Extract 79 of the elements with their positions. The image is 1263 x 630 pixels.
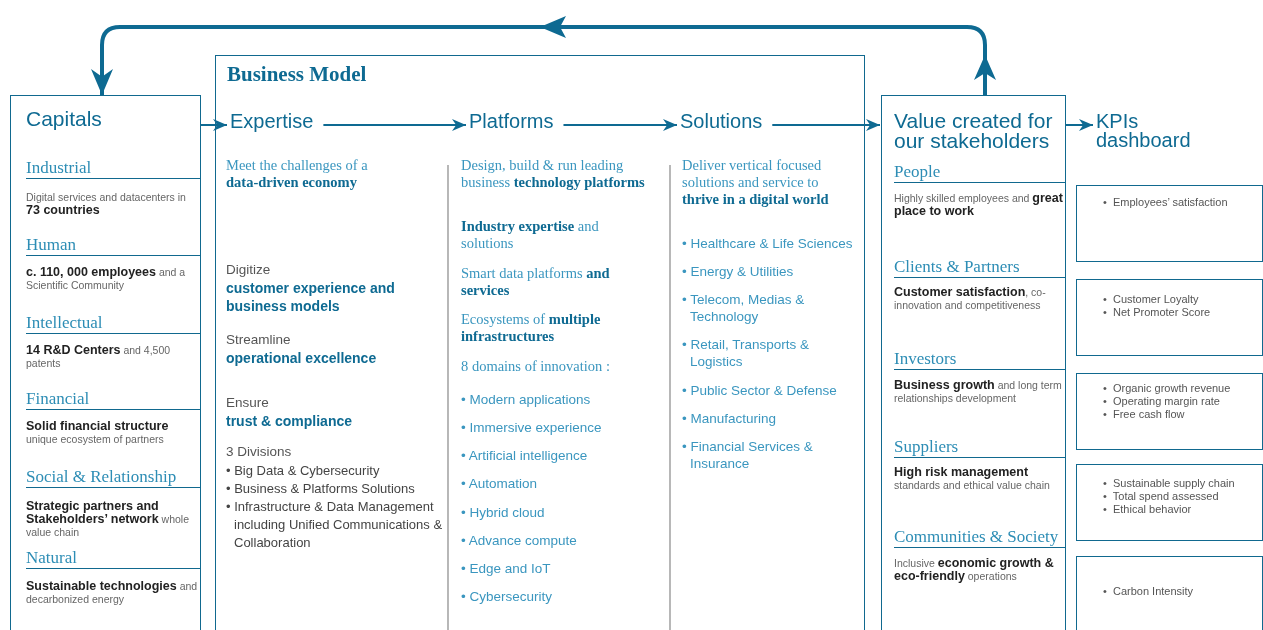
column-heading: Platforms	[469, 112, 554, 131]
list-item: • Net Promoter Score	[1103, 306, 1212, 319]
column-heading: Solutions	[680, 112, 763, 131]
list-item: • Hybrid cloud	[461, 504, 545, 521]
capitals-panel	[10, 95, 201, 630]
section-heading: Intellectual	[26, 313, 200, 334]
section-heading: Clients & Partners	[894, 257, 1065, 278]
list-item: • Immersive experience	[461, 419, 602, 436]
list-item: • Customer Loyalty	[1103, 293, 1200, 306]
section-heading: Suppliers	[894, 437, 1065, 458]
section-heading: Industrial	[26, 158, 200, 179]
list-item: • Financial Services & Insurance	[682, 438, 814, 472]
description: Highly skilled employees and great place to work	[894, 192, 1064, 218]
section-heading: People	[894, 162, 1065, 183]
text: Streamline	[226, 331, 291, 348]
emphasis-text: trust & compliance	[226, 412, 353, 430]
stakeholder-panel	[881, 95, 1066, 630]
emphasis-text: operational excellence	[226, 349, 377, 367]
description: Digital services and datacenters in 73 countries	[26, 191, 187, 217]
kpi-card	[1076, 185, 1263, 262]
panel-title: Capitals	[26, 109, 102, 129]
list-item: • Energy & Utilities	[682, 263, 795, 280]
list-item: • Organic growth revenue	[1103, 382, 1232, 395]
description: Sustainable technologies and decarbonized energy	[26, 580, 199, 606]
emphasis-text: customer experience and business models	[226, 279, 396, 315]
list-item: • Advance compute	[461, 532, 577, 549]
list-item: • Telecom, Medias & Technology	[682, 291, 806, 325]
kpi-card	[1076, 279, 1263, 356]
lead-text: Industry expertise and solutions	[461, 218, 600, 252]
list-item: • Employees’ satisfaction	[1103, 196, 1229, 209]
list-item: • Sustainable supply chain	[1103, 477, 1236, 490]
column-heading: Expertise	[230, 112, 314, 131]
kpi-card	[1076, 556, 1263, 630]
list-item: • Public Sector & Defense	[682, 382, 838, 399]
kpi-card	[1076, 373, 1263, 450]
description: Customer satisfaction, co-innovation and competitiveness	[894, 286, 1047, 312]
lead-text: Smart data platforms and services	[461, 265, 611, 299]
description: Solid financial structure unique ecosystem of partners	[26, 420, 170, 446]
description: Inclusive economic growth & eco-friendly operations	[894, 557, 1055, 583]
description: Strategic partners and Stakeholders’ network whole value chain	[26, 500, 191, 539]
list-item: • Modern applications	[461, 391, 591, 408]
description: c. 110, 000 employees and a Scientific Community	[26, 266, 187, 292]
lead-text: Ecosystems of multiple infrastructures	[461, 311, 602, 345]
list-item: • Business & Platforms Solutions	[226, 480, 415, 498]
description: Business growth and long term relationships development	[894, 379, 1063, 405]
lead-text: Design, build & run leading business technology platforms	[461, 157, 646, 191]
list-item: • Ethical behavior	[1103, 503, 1193, 516]
kpi-card	[1076, 464, 1263, 541]
list-item: • Manufacturing	[682, 410, 778, 427]
section-heading: Human	[26, 235, 200, 256]
column-heading: KPIs dashboard	[1096, 112, 1192, 150]
panel-title: Value created for our stakeholders	[894, 111, 1054, 151]
text: Ensure	[226, 394, 269, 411]
list-item: • Retail, Transports & Logistics	[682, 336, 811, 370]
list-item: • Artificial intelligence	[461, 447, 588, 464]
list-item: • Big Data & Cybersecurity	[226, 462, 380, 480]
description: 14 R&D Centers and 4,500 patents	[26, 344, 172, 370]
section-heading: Natural	[26, 548, 200, 569]
panel-title: Business Model	[227, 62, 367, 87]
section-heading: Investors	[894, 349, 1065, 370]
section-heading: Communities & Society	[894, 527, 1065, 548]
list-item: • Free cash flow	[1103, 408, 1186, 421]
text: Digitize	[226, 261, 271, 278]
list-item: • Healthcare & Life Sciences	[682, 235, 854, 252]
lead-text: Deliver vertical focused solutions and service to thrive in a digital world	[682, 157, 830, 208]
section-heading: Financial	[26, 389, 200, 410]
list-item: • Total spend assessed	[1103, 490, 1220, 503]
lead-text: Meet the challenges of a data-driven economy	[226, 157, 369, 191]
list-item: • Infrastructure & Data Management including Unified Communications & Collaboration	[226, 498, 444, 552]
section-heading: Social & Relationship	[26, 467, 200, 488]
description: High risk management standards and ethical value chain	[894, 466, 1051, 492]
list-item: • Cybersecurity	[461, 588, 552, 605]
business-model-panel	[215, 55, 865, 630]
lead-text: 8 domains of innovation :	[461, 358, 611, 375]
list-item: • Operating margin rate	[1103, 395, 1221, 408]
list-item: • Edge and IoT	[461, 560, 551, 577]
list-item: • Carbon Intensity	[1103, 585, 1195, 598]
text: 3 Divisions	[226, 443, 292, 460]
list-item: • Automation	[461, 475, 538, 492]
